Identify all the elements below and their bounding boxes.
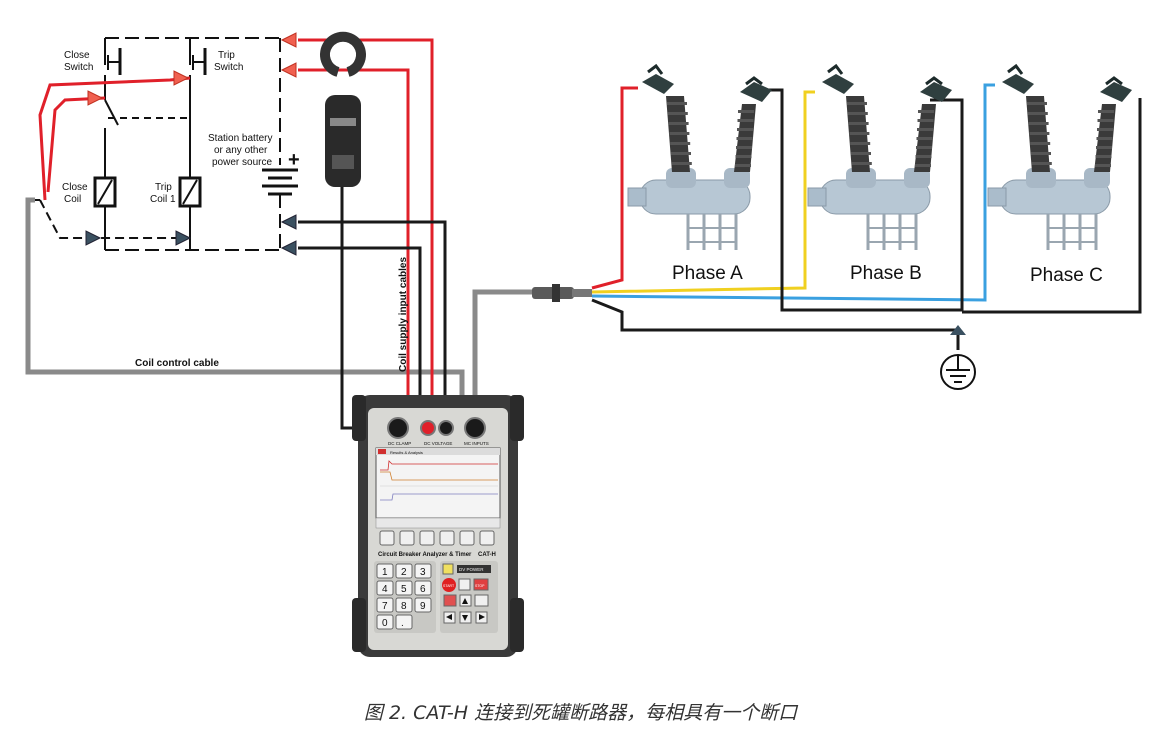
label-close-coil: Close (62, 182, 88, 193)
dead-tank-breakers (627, 63, 1132, 250)
label-port-mc-inputs: MC INPUTS (464, 441, 489, 446)
label-trip-switch: Trip (218, 50, 235, 61)
label-phase-c: Phase C (1030, 265, 1103, 286)
keypad-key-6[interactable]: 6 (414, 580, 432, 596)
dc-current-clamp (320, 31, 366, 187)
start-label: START (443, 584, 455, 588)
keypad-key-8[interactable]: 8 (395, 597, 413, 613)
label-trip-coil-2: Coil 1 (150, 194, 176, 205)
label-trip-coil: Trip (155, 182, 172, 193)
screen-title: Results & Analysis (390, 450, 423, 455)
black-cables (298, 185, 447, 430)
keypad-key-label: 6 (420, 584, 426, 595)
keypad-key-9[interactable]: 9 (414, 597, 432, 613)
numeric-keypad: 1 2 3 4 5 6 7 8 9 0. (376, 563, 432, 630)
cat-h-device: DC CLAMP DC VOLTAGE MC INPUTS Results & … (352, 395, 524, 657)
label-battery-1: Station battery (208, 133, 272, 144)
keypad-key-dot[interactable]: . (395, 614, 413, 630)
menu-button-1[interactable] (443, 594, 457, 607)
device-screen (375, 447, 501, 519)
soft-key-3[interactable] (419, 530, 435, 546)
start-button[interactable] (442, 578, 456, 592)
port-mc-inputs[interactable] (464, 417, 486, 439)
keypad-key-label: 4 (382, 584, 388, 595)
coil-control-cable (25, 197, 465, 400)
keypad-key-4[interactable]: 4 (376, 580, 394, 596)
stop-label: STOP (475, 584, 485, 588)
keypad-key-1[interactable]: 1 (376, 563, 394, 579)
keypad-key-label: 1 (382, 567, 388, 578)
circuit-labels: Close Switch Trip Switch Station battery… (62, 50, 300, 205)
soft-key-4[interactable] (439, 530, 455, 546)
keypad-key-7[interactable]: 7 (376, 597, 394, 613)
label-battery-3: power source (212, 157, 272, 168)
menu-button-2[interactable] (474, 594, 489, 607)
breaker-phase-a (627, 63, 772, 250)
label-plus: + (288, 149, 300, 171)
model-label: Circuit Breaker Analyzer & Timer (378, 552, 472, 558)
soft-key-5[interactable] (459, 530, 475, 546)
breaker-phase-c (987, 63, 1132, 250)
keypad-key-label: 0 (382, 618, 388, 629)
label-battery-2: or any other (214, 145, 268, 156)
brand-label: DV POWER (459, 567, 484, 572)
keypad-key-2[interactable]: 2 (395, 563, 413, 579)
stop-button[interactable] (473, 578, 489, 591)
keypad-key-label: 5 (401, 584, 407, 595)
label-phase-b: Phase B (850, 263, 922, 284)
keypad-key-label: 7 (382, 601, 388, 612)
breaker-phase-b (807, 63, 952, 250)
ground-symbol-icon (940, 354, 976, 390)
keypad-key-3[interactable]: 3 (414, 563, 432, 579)
soft-key-1[interactable] (379, 530, 395, 546)
soft-key-2[interactable] (399, 530, 415, 546)
soft-keys (379, 530, 495, 546)
cable-connector (532, 284, 592, 302)
keypad-key-5[interactable]: 5 (395, 580, 413, 596)
keypad-key-label: 9 (420, 601, 426, 612)
label-port-dc-voltage: DC VOLTAGE (424, 441, 452, 446)
port-dc-voltage-red[interactable] (420, 420, 436, 436)
red-clips (87, 32, 297, 106)
label-coil-supply: Coil supply input cables (398, 257, 409, 372)
phase-cables (591, 83, 1142, 350)
keypad-key-label: 3 (420, 567, 426, 578)
label-port-dc-clamp: DC CLAMP (388, 441, 411, 446)
keypad-key-label: . (401, 618, 404, 629)
keypad-key-0[interactable]: 0 (376, 614, 394, 630)
control-circuit (30, 37, 298, 251)
label-phase-a: Phase A (672, 263, 743, 284)
power-button[interactable] (458, 578, 471, 591)
ground-clip (950, 325, 966, 335)
keypad-key-label: 2 (401, 567, 407, 578)
mc-input-cable (472, 289, 535, 400)
soft-key-6[interactable] (479, 530, 495, 546)
label-close-coil-2: Coil (64, 194, 81, 205)
model-name: CAT-H (478, 552, 496, 558)
port-dc-clamp[interactable] (387, 417, 409, 439)
keypad-key-label: 8 (401, 601, 407, 612)
label-close-switch-2: Switch (64, 62, 93, 73)
figure-caption: 图 2. CAT-H 连接到死罐断路器，每相具有一个断口 (363, 702, 798, 724)
label-trip-switch-2: Switch (214, 62, 243, 73)
black-clips (85, 214, 297, 256)
label-coil-control: Coil control cable (135, 358, 219, 369)
port-dc-voltage-black[interactable] (438, 420, 454, 436)
label-close-switch: Close (64, 50, 90, 61)
